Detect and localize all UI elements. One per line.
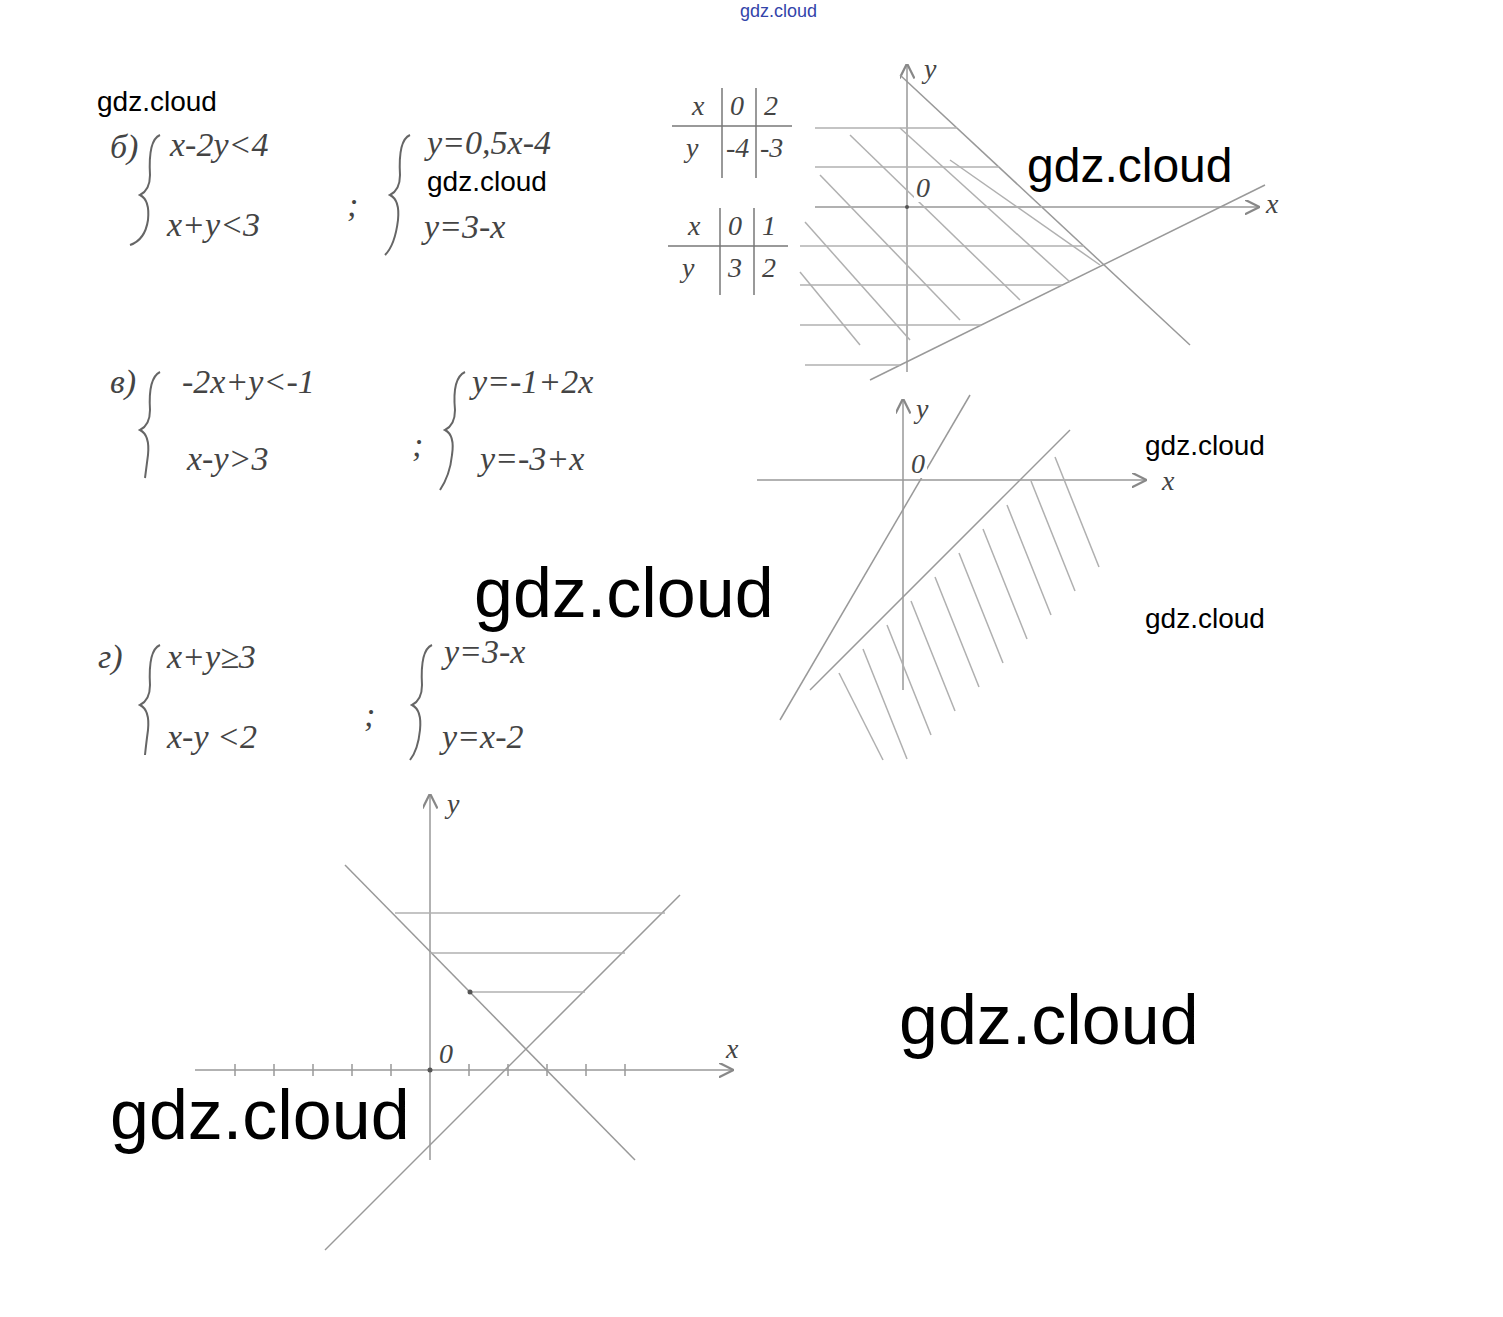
axis-label: x	[1264, 190, 1280, 218]
hatch-stroke	[911, 601, 955, 711]
inequality: x-y>3	[185, 442, 270, 476]
axis-label: y	[922, 55, 938, 83]
axis-tick	[624, 1064, 626, 1076]
axis-tick	[273, 1064, 275, 1076]
inequality: x+y<3	[165, 208, 262, 242]
hatch-stroke	[887, 625, 931, 735]
hatch-stroke	[1031, 481, 1075, 591]
watermark: gdz.cloud	[738, 2, 819, 20]
watermark: gdz.cloud	[1025, 142, 1234, 190]
watermark: gdz.cloud	[472, 558, 776, 628]
axis-label: x	[1160, 467, 1176, 495]
table-cell: x	[686, 212, 702, 240]
equation: y=-3+x	[478, 442, 586, 476]
item-letter: в)	[108, 365, 138, 399]
inequality: x+y≥3	[165, 640, 258, 674]
table-cell: y	[684, 134, 700, 162]
table-cell: 2	[760, 254, 778, 282]
hatch-stroke	[1055, 457, 1099, 567]
value-tables	[668, 88, 792, 295]
table-cell: 1	[760, 212, 778, 240]
inequality: -2x+y<-1	[180, 365, 317, 399]
hatch-stroke	[983, 529, 1027, 639]
table-cell: -3	[758, 134, 785, 162]
table-cell: 0	[726, 212, 744, 240]
table-cell: y	[680, 254, 696, 282]
axis-tick	[351, 1064, 353, 1076]
separator: ;	[410, 428, 425, 462]
axis-tick	[468, 1064, 470, 1076]
axis-label: y	[914, 395, 930, 423]
axis-label: x	[724, 1035, 740, 1063]
item-letter: б)	[108, 130, 140, 164]
watermark: gdz.cloud	[95, 88, 219, 116]
graph-g	[195, 795, 732, 1250]
axis-label: 0	[914, 174, 932, 202]
inequality: x-y <2	[165, 720, 259, 754]
watermark: gdz.cloud	[897, 985, 1201, 1055]
axis-tick	[312, 1064, 314, 1076]
braces	[130, 135, 465, 760]
watermark: gdz.cloud	[425, 168, 549, 196]
table-cell: -4	[724, 134, 751, 162]
equation: y=0,5x-4	[425, 126, 553, 160]
table-cell: 3	[726, 254, 744, 282]
hatch-stroke	[959, 553, 1003, 663]
axis-tick	[234, 1064, 236, 1076]
hatch-stroke	[863, 649, 907, 759]
table-cell: x	[690, 92, 706, 120]
separator: ;	[345, 188, 360, 222]
graph-b	[800, 65, 1265, 380]
graph-v	[757, 395, 1145, 760]
table-cell: 0	[728, 92, 746, 120]
equation: y=x-2	[440, 720, 525, 754]
separator: ;	[362, 698, 377, 732]
watermark: gdz.cloud	[1143, 432, 1267, 460]
equation: y=-1+2x	[470, 365, 595, 399]
table-cell: 2	[762, 92, 780, 120]
hatch-stroke	[1007, 505, 1051, 615]
axis-tick	[390, 1064, 392, 1076]
axis-label: 0	[909, 450, 927, 478]
item-letter: г)	[96, 640, 125, 674]
watermark: gdz.cloud	[108, 1080, 412, 1150]
watermark: gdz.cloud	[1143, 605, 1267, 633]
equation: y=3-x	[422, 210, 507, 244]
inequality: x-2y<4	[168, 128, 270, 162]
axis-label: y	[445, 790, 461, 818]
axis-label: 0	[437, 1040, 455, 1068]
equation: y=3-x	[442, 635, 527, 669]
hatch-stroke	[839, 673, 883, 760]
hatch-stroke	[935, 577, 979, 687]
axis-tick	[585, 1064, 587, 1076]
